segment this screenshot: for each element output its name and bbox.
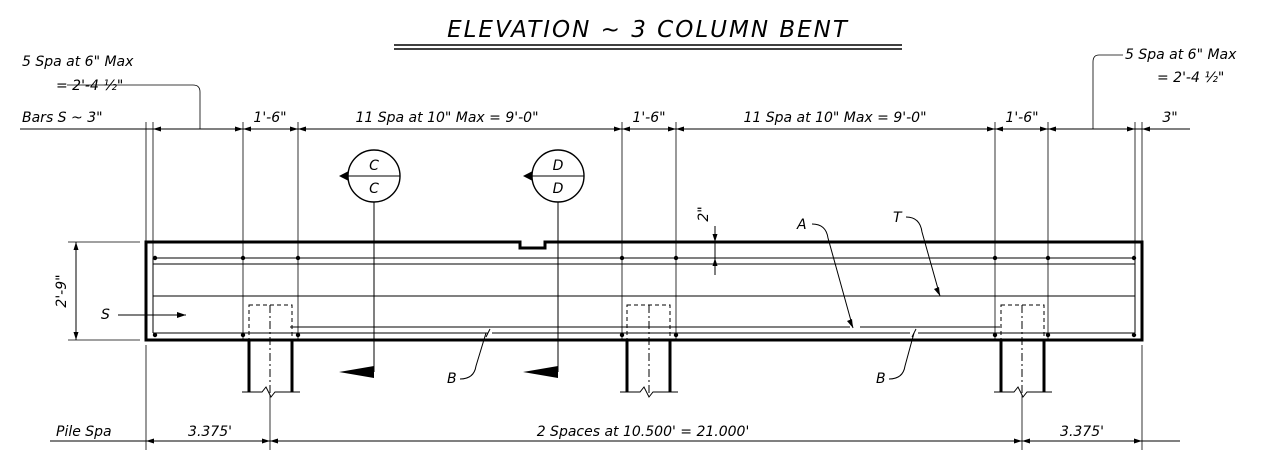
bar-t-leader bbox=[905, 216, 941, 297]
section-d-label-top: D bbox=[553, 158, 564, 174]
left-note-leader bbox=[67, 84, 201, 129]
span-spacing-label-1: 11 Spa at 10" Max = 9'-0" bbox=[355, 110, 538, 126]
pile-spacing-label: Pile Spa bbox=[56, 424, 112, 440]
pile-spacing-left: 3.375' bbox=[188, 424, 232, 440]
bar-b-label-left: B bbox=[447, 371, 457, 387]
pile-spacing-middle: 2 Spaces at 10.500' = 21.000' bbox=[537, 424, 750, 440]
step-dimension bbox=[705, 226, 740, 275]
bar-b-label-right: B bbox=[876, 371, 886, 387]
column-width-label-2: 1'-6" bbox=[632, 110, 665, 126]
step-dimension-label: 2" bbox=[696, 206, 712, 221]
cap-beam-outline bbox=[144, 240, 1144, 342]
left-spacing-note-line1: 5 Spa at 6" Max bbox=[22, 54, 134, 70]
section-c-label-top: C bbox=[369, 158, 379, 174]
section-d-marker bbox=[523, 149, 585, 378]
span-spacing-label-2: 11 Spa at 10" Max = 9'-0" bbox=[743, 110, 926, 126]
section-c-marker bbox=[339, 149, 401, 378]
bar-s-arrowhead bbox=[177, 312, 186, 318]
right-spacing-note-line2: = 2'-4 ½" bbox=[1157, 70, 1224, 86]
left-spacing-note-line2: = 2'-4 ½" bbox=[56, 78, 123, 94]
right-note-leader bbox=[1092, 54, 1123, 129]
column-3 bbox=[994, 305, 1052, 398]
bar-a-leader bbox=[811, 223, 854, 329]
end-spacing-label-right: 3" bbox=[1162, 110, 1177, 126]
bar-a-label: A bbox=[796, 217, 807, 233]
height-dimension bbox=[68, 241, 140, 341]
column-embed-outlines bbox=[248, 304, 1045, 341]
height-dimension-label: 2'-9" bbox=[54, 274, 70, 307]
column-width-label-3: 1'-6" bbox=[1005, 110, 1038, 126]
section-c-label-bottom: C bbox=[369, 181, 379, 197]
top-dimension-string bbox=[20, 122, 1190, 340]
bar-t-arrowhead bbox=[934, 287, 940, 296]
cap-reinforcement bbox=[152, 255, 1137, 338]
bars-s-spacing-label: Bars S ~ 3" bbox=[22, 110, 103, 126]
bar-b-leader-right bbox=[888, 332, 915, 380]
bar-b-leader-left bbox=[459, 332, 487, 380]
column-2 bbox=[620, 305, 678, 398]
pile-spacing-right: 3.375' bbox=[1060, 424, 1104, 440]
bar-a-arrowhead bbox=[847, 319, 853, 328]
bar-t-label: T bbox=[893, 210, 903, 226]
drawing-title: ELEVATION ~ 3 COLUMN BENT bbox=[447, 17, 849, 43]
right-spacing-note-line1: 5 Spa at 6" Max bbox=[1125, 47, 1237, 63]
column-1 bbox=[242, 305, 300, 398]
pile-spacing-dimension bbox=[50, 345, 1180, 450]
section-d-label-bottom: D bbox=[553, 181, 564, 197]
column-width-label-1: 1'-6" bbox=[253, 110, 286, 126]
bar-s-label: S bbox=[101, 307, 110, 323]
